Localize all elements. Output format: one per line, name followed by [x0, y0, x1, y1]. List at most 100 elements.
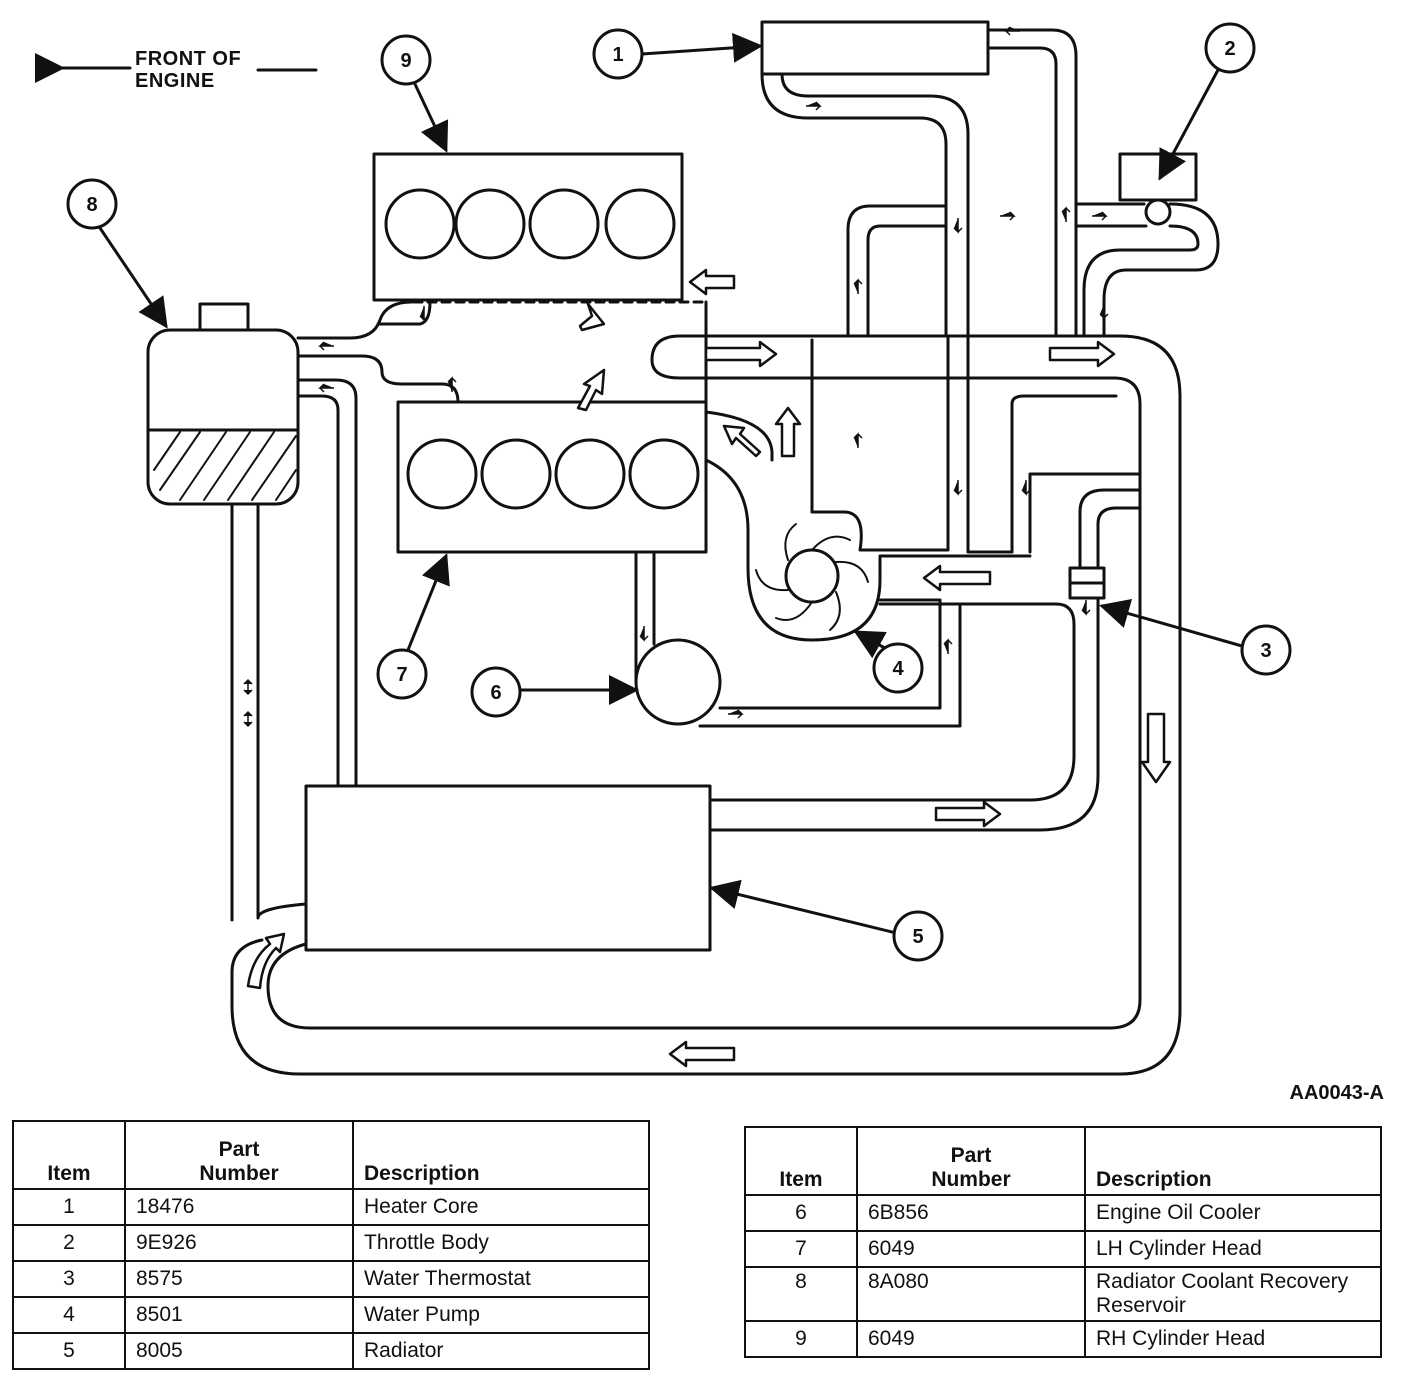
- cell-item: 9: [744, 1320, 858, 1358]
- table-row: 4 8501 Water Pump: [12, 1296, 650, 1334]
- cell-item: 6: [744, 1194, 858, 1232]
- header-description: Description: [352, 1120, 650, 1190]
- cell-item: 3: [12, 1260, 126, 1298]
- callout-1: [592, 28, 644, 80]
- engine-oil-cooler: [634, 638, 722, 726]
- cell-part-number: 6049: [856, 1230, 1086, 1268]
- flow-arrow-left: [922, 564, 992, 592]
- throttle-body-port: [1144, 198, 1172, 226]
- table-row: 1 18476 Heater Core: [12, 1188, 650, 1226]
- leader-8: [98, 226, 168, 329]
- water-pump-housing-outer: [704, 458, 1032, 642]
- callout-5: [892, 910, 944, 962]
- cell-description: Throttle Body: [352, 1224, 650, 1262]
- thermostat-housing-b: [1096, 506, 1142, 570]
- callout-5-label: 5: [912, 926, 923, 948]
- thermostat-housing-a: [1078, 488, 1142, 570]
- callout-6: [470, 666, 522, 718]
- cell-part-number: 8501: [124, 1296, 354, 1334]
- leader-7: [406, 553, 450, 652]
- table-row: 2 9E926 Throttle Body: [12, 1224, 650, 1262]
- cell-item: 7: [744, 1230, 858, 1268]
- header-item: Item: [12, 1120, 126, 1190]
- pump-to-oil-cooler-outer: [718, 598, 942, 710]
- leader-9: [412, 80, 449, 153]
- bottom-hose-inner: [266, 472, 1142, 1030]
- radiator-inlet-hose-inner: [710, 596, 1100, 832]
- cell-part-number: 6B856: [856, 1194, 1086, 1232]
- table-row: 8 8A080 Radiator Coolant Recovery Reserv…: [744, 1266, 1382, 1322]
- callout-6-label: 6: [490, 682, 501, 704]
- flow-arrows: [246, 268, 1172, 1068]
- cell-description: Engine Oil Cooler: [1084, 1194, 1382, 1232]
- callout-2: [1204, 22, 1256, 74]
- cell-part-number: 9E926: [124, 1224, 354, 1262]
- callout-9: [380, 34, 432, 86]
- flow-arrow-left: [688, 268, 736, 296]
- callout-3: [1240, 624, 1292, 676]
- flow-arrow-right: [704, 340, 778, 368]
- cell-part-number: 8005: [124, 1332, 354, 1370]
- flow-arrow-right: [1048, 340, 1116, 368]
- header-part-number: Part Number: [856, 1126, 1086, 1196]
- reservoir-rh-hose-a: [296, 300, 414, 340]
- flow-arrow-left: [668, 1040, 736, 1068]
- crossover-hose-inner: [866, 224, 948, 338]
- front-of-engine-line1: FRONT OF: [135, 48, 242, 70]
- cell-description: Radiator Coolant Recovery Reservoir: [1084, 1266, 1382, 1322]
- water-pump-impeller: [784, 548, 840, 604]
- thermostat-bypass: [966, 334, 1118, 554]
- reservoir-fluid-hatch: [153, 431, 297, 501]
- callout-3-label: 3: [1260, 640, 1271, 662]
- table-row: 7 6049 LH Cylinder Head: [744, 1230, 1382, 1268]
- cell-item: 4: [12, 1296, 126, 1334]
- table-row: 6 6B856 Engine Oil Cooler: [744, 1194, 1382, 1232]
- flow-arrow-diag: [576, 368, 606, 412]
- heater-core: [760, 20, 990, 76]
- front-of-engine-line2: ENGINE: [135, 70, 215, 92]
- cell-description: Heater Core: [352, 1188, 650, 1226]
- flow-arrow-up: [774, 406, 802, 458]
- throttle-body: [1118, 152, 1198, 202]
- reservoir-rh-hose-b: [296, 354, 460, 404]
- cell-description: Radiator: [352, 1332, 650, 1370]
- heater-supply-hose-inner: [780, 72, 970, 338]
- header-part-line2: Number: [931, 1168, 1011, 1191]
- radiator-top-hose-inner: [296, 394, 340, 788]
- callout-7: [376, 648, 428, 700]
- table-row: 9 6049 RH Cylinder Head: [744, 1320, 1382, 1358]
- cell-item: 5: [12, 1332, 126, 1370]
- table-row: 5 8005 Radiator: [12, 1332, 650, 1370]
- header-part-line1: Part: [950, 1144, 992, 1167]
- heater-return-hose-outer: [986, 28, 1078, 338]
- throttle-hose-return-outer: [1102, 202, 1220, 338]
- pump-to-oil-cooler-inner: [698, 602, 962, 728]
- cell-item: 8: [744, 1266, 858, 1322]
- flow-arrow-right: [934, 800, 1002, 828]
- table-header-row: Item Part Number Description: [744, 1126, 1382, 1196]
- flow-arrow-upleft: [722, 424, 762, 458]
- heater-return-hose-inner: [986, 46, 1058, 338]
- cell-item: 1: [12, 1188, 126, 1226]
- coolant-recovery-reservoir: [146, 328, 300, 506]
- radiator-inlet-hose-outer: [710, 602, 1076, 802]
- callout-7-label: 7: [396, 664, 407, 686]
- heater-supply-hose-outer: [760, 72, 948, 338]
- callout-1-label: 1: [612, 44, 623, 66]
- cell-part-number: 6049: [856, 1320, 1086, 1358]
- pump-inlet-upper: [704, 410, 774, 462]
- cell-part-number: 8A080: [856, 1266, 1086, 1322]
- leader-2: [1158, 68, 1220, 181]
- cell-description: Water Pump: [352, 1296, 650, 1334]
- cell-part-number: 18476: [124, 1188, 354, 1226]
- reservoir-hose-outer: [256, 502, 308, 920]
- front-of-engine-label: FRONT OF ENGINE: [135, 48, 241, 92]
- small-flow-arrows: [243, 26, 1109, 728]
- cell-part-number: 8575: [124, 1260, 354, 1298]
- cell-description: LH Cylinder Head: [1084, 1230, 1382, 1268]
- parts-table-left: Item Part Number Description 1 18476 Hea…: [12, 1120, 650, 1370]
- radiator: [304, 784, 712, 952]
- callout-8: [66, 178, 118, 230]
- cell-item: 2: [12, 1224, 126, 1262]
- callout-8-label: 8: [86, 194, 97, 216]
